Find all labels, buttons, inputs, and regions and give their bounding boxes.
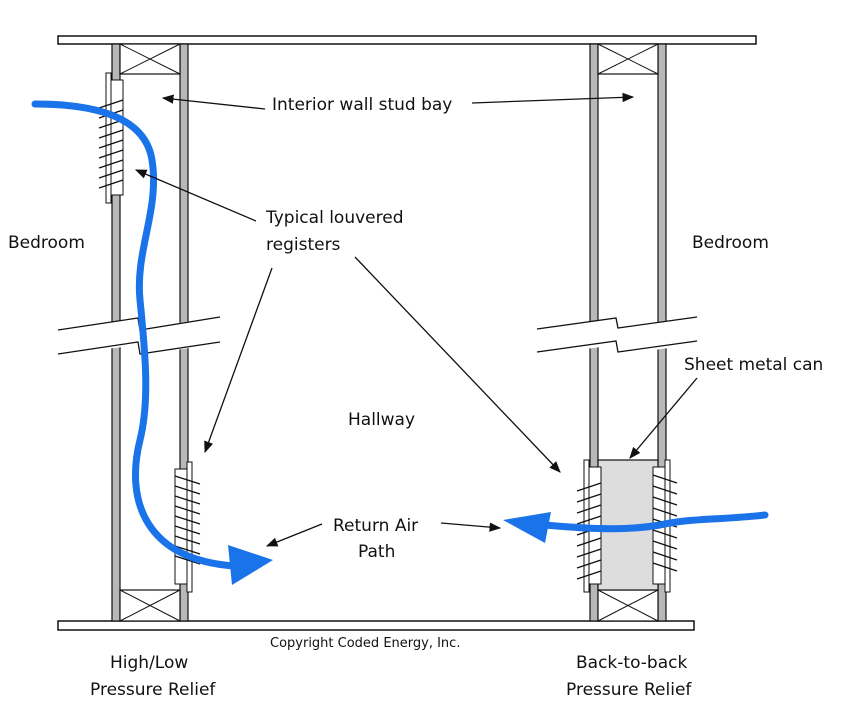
louver-slat (652, 474, 678, 484)
louver-slat (98, 149, 124, 159)
louver-slat (652, 496, 678, 506)
louver-slat (174, 485, 201, 495)
label-return-air-line2: Path (358, 542, 395, 562)
label-return-air-line1: Return Air (333, 516, 418, 536)
louver-slat (174, 495, 201, 505)
airflow-right-path (541, 511, 769, 533)
label-stud-bay: Interior wall stud bay (272, 95, 452, 115)
airflow-right-arrowhead (503, 512, 551, 543)
louver-slat (652, 485, 678, 495)
label-registers-line2: registers (266, 235, 341, 255)
left-break-symbol (55, 316, 221, 355)
top-plate (57, 35, 757, 45)
louver-slat (652, 540, 678, 550)
label-bedroom-left: Bedroom (8, 233, 85, 253)
louver-slat (576, 537, 602, 547)
louver-slat (576, 570, 602, 580)
caption-left-line1: High/Low (110, 653, 188, 673)
caption-left-line2: Pressure Relief (90, 680, 216, 700)
louver-slat (576, 493, 602, 503)
bottom-plate (57, 620, 695, 631)
louver-slat (98, 129, 124, 139)
copyright-notice: Copyright Coded Energy, Inc. (270, 636, 460, 651)
arrow-register-lower (204, 267, 273, 454)
louver-slat (98, 169, 124, 179)
louver-slat (652, 562, 678, 572)
louver-slat (98, 159, 124, 169)
louver-slat (576, 482, 602, 492)
label-sheet-metal-can: Sheet metal can (684, 355, 823, 375)
caption-right-line1: Back-to-back (576, 653, 687, 673)
louver-slat (98, 99, 124, 109)
arrow-return-air-right (440, 522, 502, 532)
louver-slat (174, 525, 201, 535)
louver-slat (174, 535, 201, 545)
register-left-upper (98, 72, 124, 204)
arrow-register-upper (134, 169, 257, 222)
airflow-left-arrowhead (228, 545, 273, 585)
louver-slat (174, 545, 201, 555)
louver-slat (174, 505, 201, 515)
louver-slat (652, 529, 678, 539)
louver-slat (652, 551, 678, 561)
register-left-lower (174, 461, 201, 593)
arrow-stud-bay-left (161, 94, 266, 110)
louver-slat (174, 555, 201, 565)
louver-slat (576, 548, 602, 558)
arrow-sheet-metal-can (629, 377, 698, 459)
louver-slat (576, 559, 602, 569)
arrow-return-air-left (265, 523, 323, 547)
arrow-stud-bay-right (471, 92, 635, 104)
louver-slat (174, 515, 201, 525)
louver-slat (576, 515, 602, 525)
label-bedroom-right: Bedroom (692, 233, 769, 253)
arrow-register-right (354, 256, 561, 473)
louver-slat (174, 475, 201, 485)
label-hallway: Hallway (348, 410, 415, 430)
louver-slat (576, 504, 602, 514)
louver-slat (652, 507, 678, 517)
louver-slat (98, 139, 124, 149)
caption-right-line2: Pressure Relief (566, 680, 692, 700)
label-registers-line1: Typical louvered (265, 208, 404, 228)
louver-slat (98, 179, 124, 189)
right-break-symbol (535, 316, 698, 355)
airflow-left-path (31, 100, 239, 570)
